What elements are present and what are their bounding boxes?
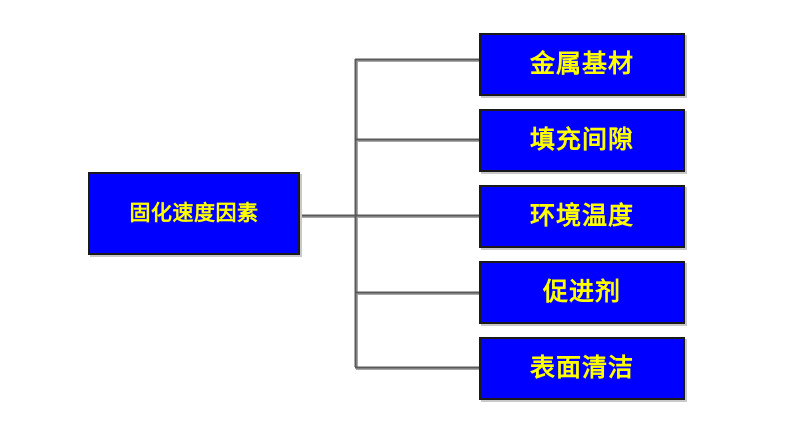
branch-node-surface-cleanliness[interactable]: 表面清洁: [479, 337, 685, 400]
branch-node-label: 表面清洁: [529, 354, 634, 382]
root-node-label: 固化速度因素: [129, 202, 259, 225]
branch-node-label: 填充间隙: [529, 126, 634, 154]
branch-node-accelerator[interactable]: 促进剂: [479, 261, 685, 324]
branch-node-metal-substrate[interactable]: 金属基材: [479, 33, 685, 96]
branch-node-ambient-temperature[interactable]: 环境温度: [479, 185, 685, 248]
branch-node-label: 促进剂: [542, 278, 621, 306]
branch-node-label: 环境温度: [529, 202, 634, 230]
branch-node-label: 金属基材: [529, 50, 634, 78]
branch-node-fill-gap[interactable]: 填充间隙: [479, 109, 685, 172]
root-node[interactable]: 固化速度因素: [88, 172, 300, 255]
